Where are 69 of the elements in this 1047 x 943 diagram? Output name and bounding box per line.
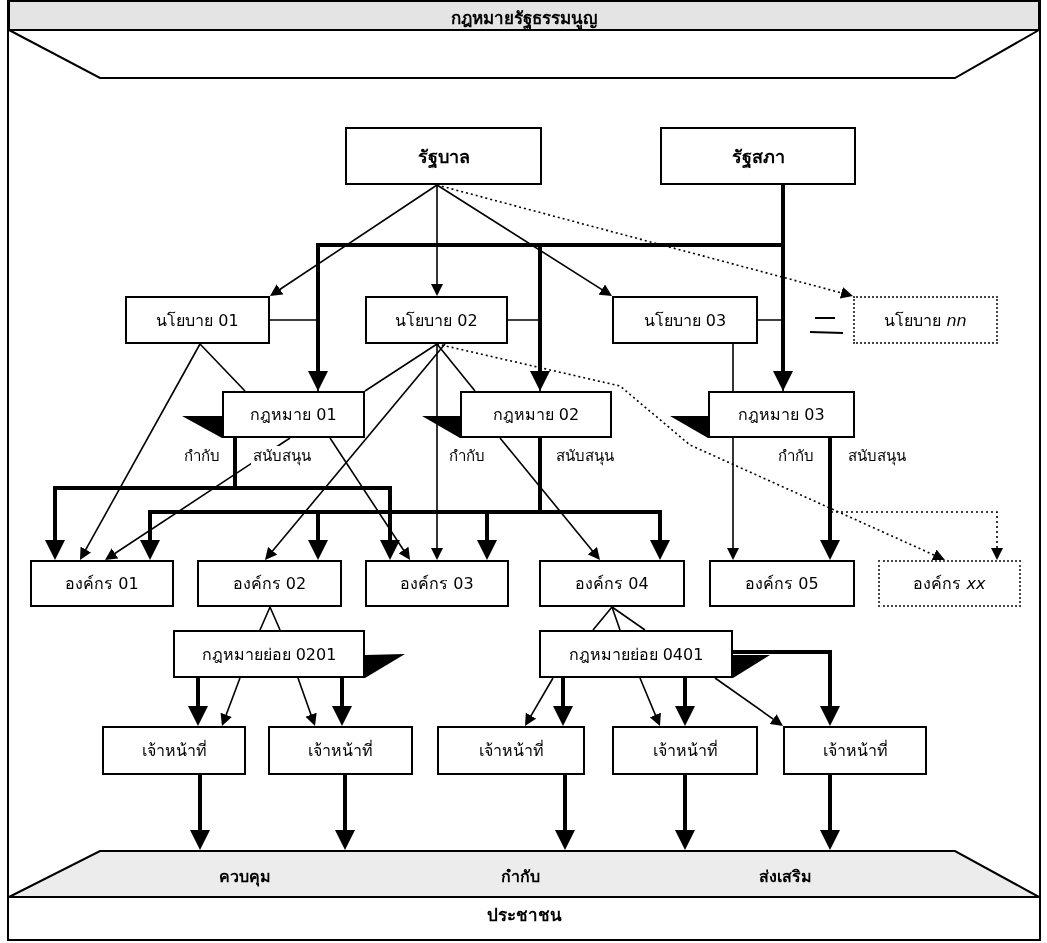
arrow bbox=[188, 678, 208, 726]
arrow bbox=[675, 678, 695, 726]
arrow bbox=[270, 184, 438, 296]
arrow bbox=[820, 438, 840, 560]
arrow bbox=[436, 184, 612, 296]
connector-line bbox=[436, 343, 476, 392]
band-label: ส่งเสริม bbox=[758, 866, 812, 888]
arrow bbox=[265, 343, 446, 561]
arrow bbox=[524, 677, 554, 726]
process-box: เจ้าหน้าที่ bbox=[268, 726, 413, 775]
arrow bbox=[431, 343, 443, 560]
arrow bbox=[727, 437, 739, 560]
annotation: สนับสนุน bbox=[846, 446, 908, 466]
process-box: นโยบาย 03 bbox=[612, 296, 758, 344]
process-box: เจ้าหน้าที่ bbox=[783, 726, 927, 775]
annotation: สนับสนุน bbox=[554, 446, 616, 466]
connector-line bbox=[611, 606, 621, 631]
title: กฎหมายรัฐธรรมนูญ bbox=[451, 7, 597, 31]
placeholder-box: นโยบาย nn bbox=[853, 296, 998, 344]
band-label: กำกับ bbox=[500, 866, 540, 888]
process-box: องค์กร 01 bbox=[30, 560, 174, 607]
process-box: กฎหมาย 02 bbox=[460, 391, 612, 438]
process-box: องค์กร 04 bbox=[539, 560, 685, 607]
arrow bbox=[829, 437, 1003, 560]
arrow bbox=[335, 775, 355, 850]
connector-line bbox=[507, 319, 541, 392]
arrow bbox=[553, 678, 573, 726]
process-box: กฎหมายย่อย 0201 bbox=[173, 630, 365, 678]
process-box: เจ้าหน้าที่ bbox=[612, 726, 758, 775]
arrow bbox=[820, 775, 840, 850]
arrow bbox=[431, 184, 443, 296]
annotation: ประชาชน bbox=[484, 905, 564, 925]
arrow bbox=[220, 677, 241, 727]
process-box: กฎหมาย 01 bbox=[222, 391, 365, 438]
connector-line bbox=[732, 343, 734, 392]
arrow bbox=[80, 343, 201, 560]
arrow bbox=[297, 677, 317, 726]
process-box: กฎหมายย่อย 0401 bbox=[539, 630, 733, 678]
process-box: นโยบาย 01 bbox=[125, 296, 270, 344]
process-box: องค์กร 02 bbox=[197, 560, 342, 607]
process-box: องค์กร 05 bbox=[709, 560, 855, 607]
connector-line bbox=[259, 606, 271, 631]
connector-line bbox=[199, 343, 246, 392]
annotation: สนับสนุน bbox=[251, 446, 313, 466]
process-box: นโยบาย 02 bbox=[365, 296, 508, 344]
arrow bbox=[499, 437, 600, 560]
process-box: องค์กร 03 bbox=[365, 560, 509, 607]
arrow bbox=[714, 677, 783, 726]
arrow bbox=[332, 678, 352, 726]
process-box: เจ้าหน้าที่ bbox=[437, 726, 585, 775]
connector-line bbox=[364, 343, 438, 392]
process-box: เจ้าหน้าที่ bbox=[102, 726, 246, 775]
arrow bbox=[773, 185, 793, 391]
arrow bbox=[329, 437, 411, 560]
process-box: กฎหมาย 03 bbox=[708, 391, 855, 438]
connector-line bbox=[269, 319, 319, 392]
arrow bbox=[733, 650, 840, 726]
arrow bbox=[639, 677, 661, 727]
connector-line bbox=[757, 319, 784, 392]
connector-line bbox=[592, 606, 613, 631]
placeholder-box: องค์กร xx bbox=[878, 560, 1021, 607]
process-box: รัฐสภา bbox=[660, 127, 856, 185]
connector-line bbox=[611, 606, 646, 631]
connector-line bbox=[269, 606, 281, 631]
arrow bbox=[675, 775, 695, 850]
band-label: ควบคุม bbox=[219, 866, 271, 889]
arrow bbox=[190, 775, 210, 850]
process-box: รัฐบาล bbox=[345, 127, 542, 185]
arrow bbox=[555, 775, 575, 850]
